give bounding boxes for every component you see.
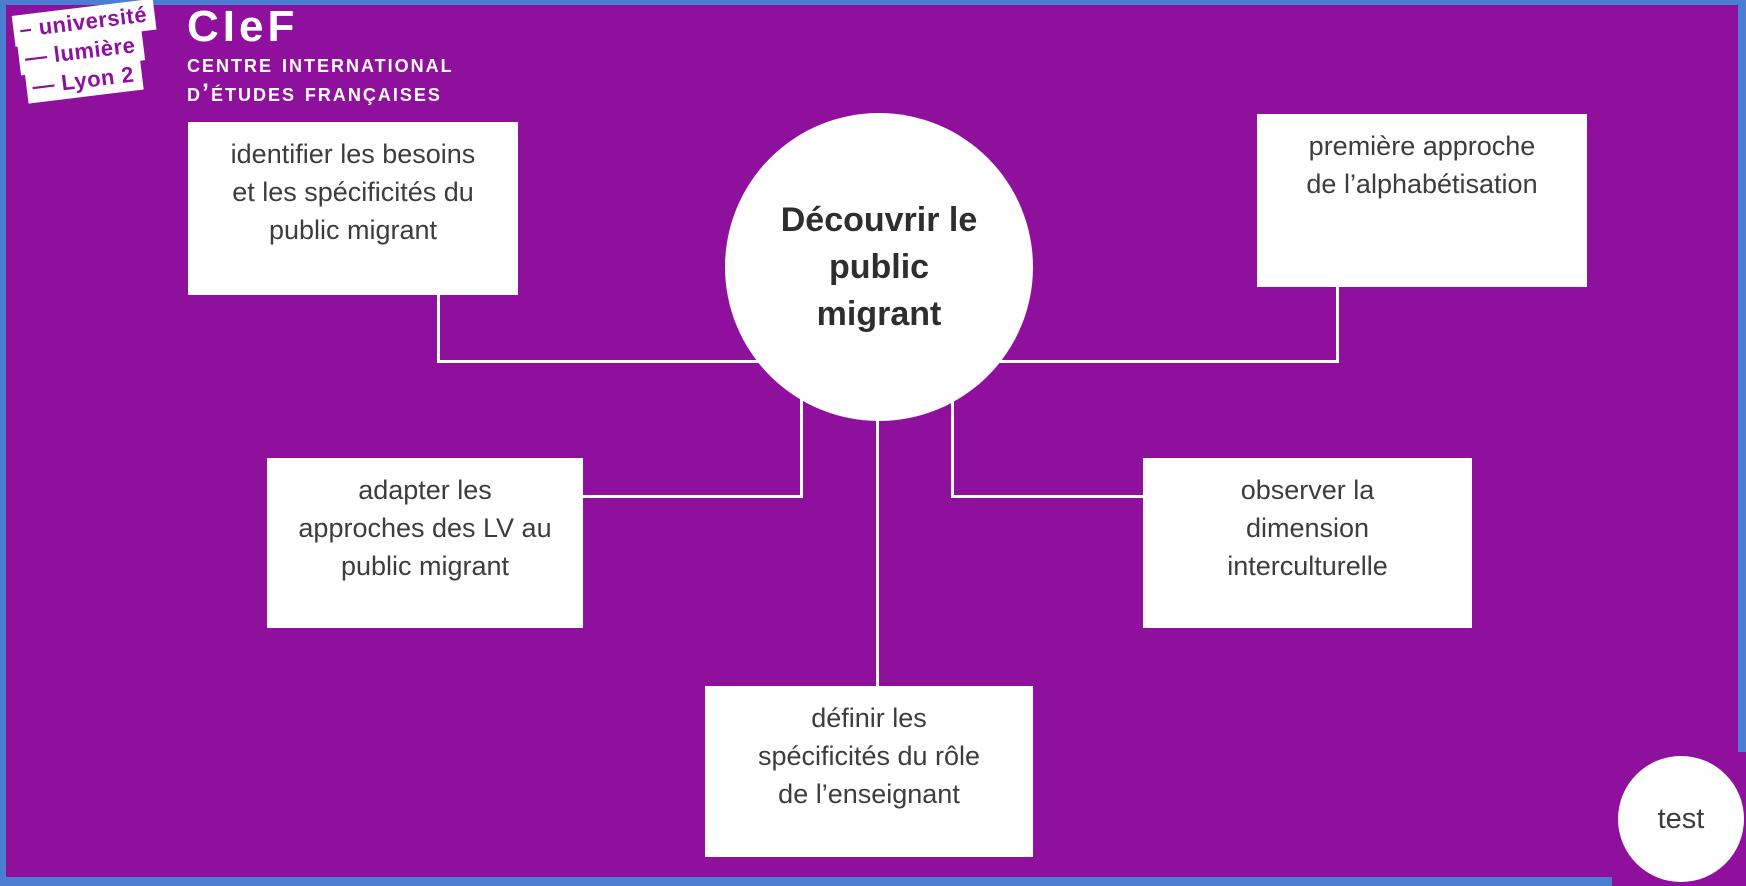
node-middle-right-label: observer la dimension interculturelle [1227, 475, 1388, 581]
node-middle-right[interactable]: observer la dimension interculturelle [1143, 458, 1472, 628]
connector-top-right-horizontal [996, 360, 1339, 363]
node-bottom-label: définir les spécificités du rôle de l’en… [757, 703, 981, 809]
university-lyon2-logo: – université — lumière — Lyon 2 [11, 0, 164, 105]
node-middle-left-label: adapter les approches des LV au public m… [298, 475, 552, 581]
test-node[interactable]: test [1618, 756, 1744, 882]
connector-mid-left-vertical [800, 398, 803, 498]
test-node-label: test [1657, 802, 1705, 835]
node-top-left[interactable]: identifier les besoins et les spécificit… [188, 122, 518, 295]
node-top-right-label: première approche de l’alphabétisation [1306, 131, 1538, 199]
cief-logo-subtitle-line1: centre international [187, 50, 454, 78]
window-border-right [1738, 0, 1746, 756]
connector-bottom-vertical [876, 419, 879, 686]
connector-mid-right-vertical [951, 398, 954, 498]
connector-mid-left-horizontal [583, 495, 802, 498]
connector-top-right-vertical [1336, 287, 1339, 362]
node-middle-left[interactable]: adapter les approches des LV au public m… [267, 458, 583, 628]
center-node[interactable]: Découvrir le public migrant [725, 113, 1033, 421]
window-border-left [0, 0, 6, 886]
node-bottom[interactable]: définir les spécificités du rôle de l’en… [705, 686, 1033, 857]
window-border-bottom [0, 877, 1612, 886]
cief-logo-title: CIeF [187, 2, 299, 51]
center-node-label: Découvrir le public migrant [780, 200, 978, 333]
node-top-right[interactable]: première approche de l’alphabétisation [1257, 114, 1587, 287]
connector-top-left-horizontal [437, 360, 761, 363]
connector-mid-right-horizontal [951, 495, 1143, 498]
connector-top-left-vertical [437, 295, 440, 362]
cief-logo-subtitle-line2: d’études françaises [187, 79, 442, 107]
node-top-left-label: identifier les besoins et les spécificit… [230, 139, 476, 245]
cief-logo: CIeF centre international d’études franç… [187, 4, 454, 108]
window-border-top [0, 0, 1746, 5]
